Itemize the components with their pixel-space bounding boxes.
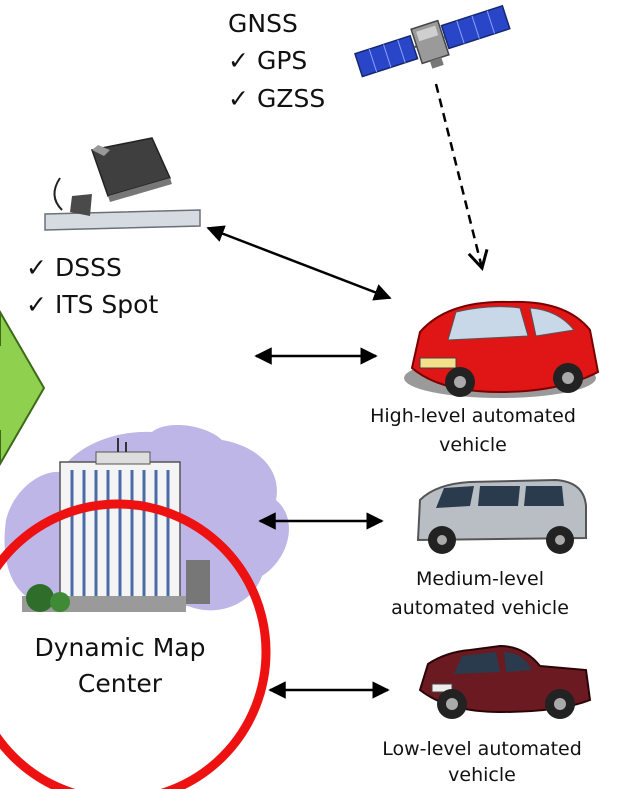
car-icon: [404, 300, 600, 398]
roadside-item-dsss: ✓DSSS: [26, 252, 122, 284]
roadside-unit-icon: [44, 137, 201, 231]
center-label-line1: Dynamic Map: [34, 633, 206, 662]
roadside-item-label: DSSS: [54, 253, 122, 282]
minivan-icon: [416, 478, 587, 554]
gnss-item-label: GZSS: [256, 84, 326, 113]
check-icon: ✓: [26, 253, 47, 282]
gnss-item-gps: ✓GPS: [228, 45, 307, 77]
vehicle-medium-label-line2: automated vehicle: [391, 597, 569, 619]
check-icon: ✓: [228, 46, 249, 75]
sedan-icon: [418, 644, 592, 719]
gnss-item-label: GPS: [256, 46, 308, 75]
dynamic-map-center-ring: [0, 499, 271, 789]
vehicle-low-label-line1: Low-level automated: [382, 738, 582, 760]
check-icon: ✓: [228, 84, 249, 113]
gnss-title: GNSS: [228, 9, 298, 38]
green-arrow-shape: [0, 310, 46, 466]
satellite-icon: [354, 4, 511, 78]
vehicle-low-label-line2: vehicle: [448, 764, 516, 786]
vehicle-high-label-line1: High-level automated: [370, 405, 576, 427]
roadside-to-high-vehicle-arrow: [206, 225, 392, 301]
check-icon: ✓: [26, 290, 47, 319]
satellite-downlink-arrow: [434, 83, 489, 271]
roadside-item-label: ITS Spot: [54, 290, 159, 319]
building-icon: [4, 425, 289, 612]
vehicle-high-label-line2: vehicle: [439, 434, 507, 456]
vehicle-medium-label-line1: Medium-level: [415, 568, 544, 590]
center-label-line2: Center: [77, 669, 163, 698]
gnss-item-gzss: ✓GZSS: [228, 83, 325, 115]
roadside-item-its-spot: ✓ITS Spot: [26, 289, 158, 321]
